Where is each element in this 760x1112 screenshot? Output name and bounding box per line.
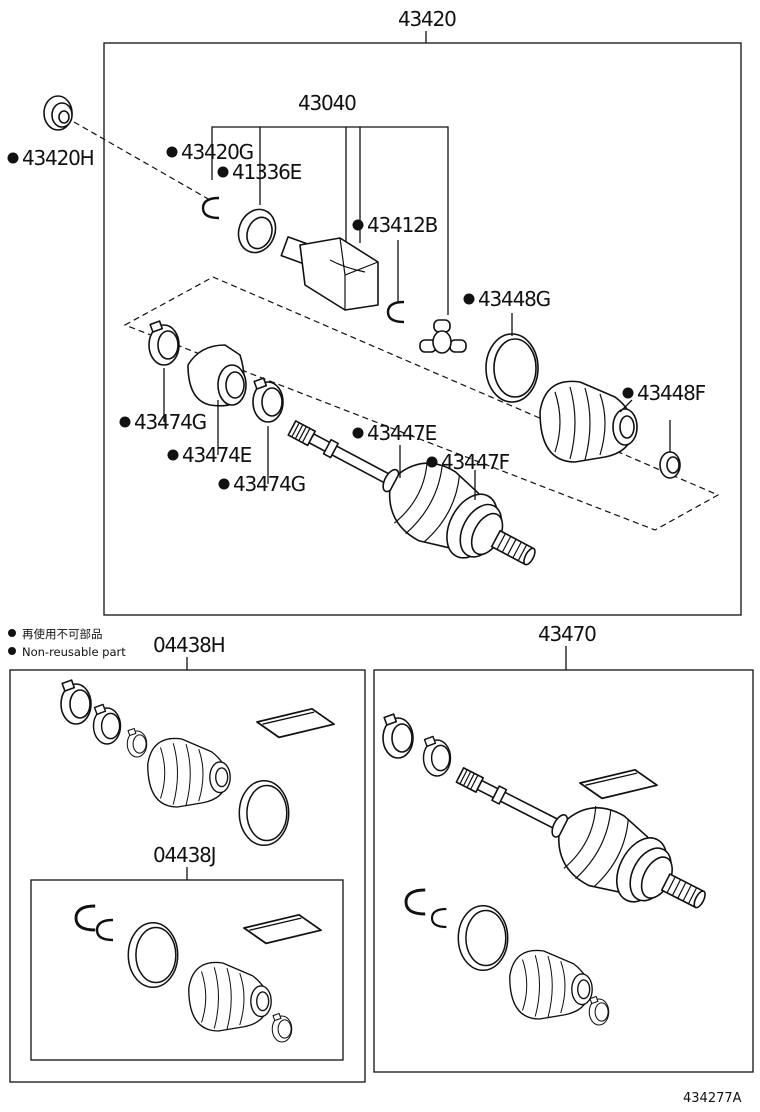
clamp-part-upper xyxy=(148,320,180,366)
svg-text:43474G: 43474G xyxy=(134,410,206,434)
alt-shaft-grease-bag xyxy=(579,768,658,800)
kit-outer-frame xyxy=(9,669,366,1083)
alt-shaft-snap-2 xyxy=(430,907,448,929)
kit-outer-part-number: 04438H xyxy=(153,633,225,657)
kit-outer-clamp-2 xyxy=(92,703,122,745)
svg-text:43420H: 43420H xyxy=(22,146,94,170)
assembly-frame xyxy=(103,42,742,616)
svg-text:43474E: 43474E xyxy=(182,443,252,467)
oil-seal-part xyxy=(43,95,73,131)
callout-43448F: 43448F xyxy=(622,381,707,405)
tripod-part xyxy=(419,319,467,354)
callout-43412B: 43412B xyxy=(352,213,439,237)
svg-text:43420G: 43420G xyxy=(181,140,253,164)
kit-inner-clamp xyxy=(271,1012,293,1043)
alt-shaft-clamp-3 xyxy=(588,995,610,1026)
inner-joint-part-number: 43040 xyxy=(298,91,356,115)
alt-shaft-clamp-2 xyxy=(422,735,452,777)
seal-dashed-guide xyxy=(73,121,211,201)
inner-joint-leaders xyxy=(211,126,449,315)
callout-43474G-lower: 43474G xyxy=(218,472,306,496)
callout-43420G: 43420G xyxy=(166,140,254,164)
outer-boot-part xyxy=(539,380,638,463)
callout-43474E: 43474E xyxy=(167,443,253,467)
alt-shaft-snap-1 xyxy=(404,888,427,916)
diagram-code: 434277A xyxy=(683,1091,742,1106)
svg-text:43447F: 43447F xyxy=(441,450,510,474)
callout-43447F: 43447F xyxy=(426,450,511,474)
kit-inner-boot xyxy=(188,961,272,1032)
kit-outer-clamp-3 xyxy=(126,727,148,758)
callout-43448G: 43448G xyxy=(463,287,551,311)
kit-outer-clamp-1 xyxy=(60,679,92,725)
alt-shaft-clamp-1 xyxy=(382,713,414,759)
small-clamp-part xyxy=(659,451,681,479)
callout-41336E: 41336E xyxy=(217,160,303,184)
kit-inner-part-number: 04438J xyxy=(153,843,215,867)
svg-text:43448F: 43448F xyxy=(637,381,706,405)
kit-inner-band xyxy=(127,921,179,989)
legend-japanese: 再使用不可部品 xyxy=(22,627,103,641)
outer-band-part xyxy=(485,333,539,403)
callout-43474G-upper: 43474G xyxy=(119,410,207,434)
alt-shaft-part-number: 43470 xyxy=(538,622,596,646)
kit-outer-boot xyxy=(147,737,231,808)
alt-shaft-band xyxy=(457,904,509,972)
svg-text:43474G: 43474G xyxy=(233,472,305,496)
alt-shaft-frame xyxy=(373,669,754,1073)
snap-ring-part xyxy=(201,196,221,220)
callout-43447E: 43447E xyxy=(352,421,438,445)
callout-43420H: 43420H xyxy=(7,146,95,170)
kit-outer-band xyxy=(238,779,290,847)
kit-outer-grease-bag xyxy=(256,707,335,739)
svg-text:43447E: 43447E xyxy=(367,421,437,445)
svg-text:43412B: 43412B xyxy=(367,213,438,237)
circlip-part xyxy=(386,300,406,324)
svg-text:43448G: 43448G xyxy=(478,287,550,311)
alt-shaft-boot xyxy=(509,949,593,1020)
svg-text:41336E: 41336E xyxy=(232,160,302,184)
legend-english: Non-reusable part xyxy=(22,645,126,659)
boot-group-dashed-outline xyxy=(123,276,720,531)
kit-inner-snap-1 xyxy=(74,904,97,932)
inner-boot-part xyxy=(187,344,247,407)
assembly-part-number: 43420 xyxy=(398,7,456,31)
kit-inner-snap-2 xyxy=(95,918,115,942)
kit-inner-frame xyxy=(30,879,344,1061)
outer-boot-leader xyxy=(619,399,633,413)
ring-part xyxy=(237,208,277,254)
kit-inner-grease-bag xyxy=(243,913,322,945)
inner-housing-part xyxy=(280,236,379,311)
legend: 再使用不可部品 Non-reusable part xyxy=(8,627,126,659)
